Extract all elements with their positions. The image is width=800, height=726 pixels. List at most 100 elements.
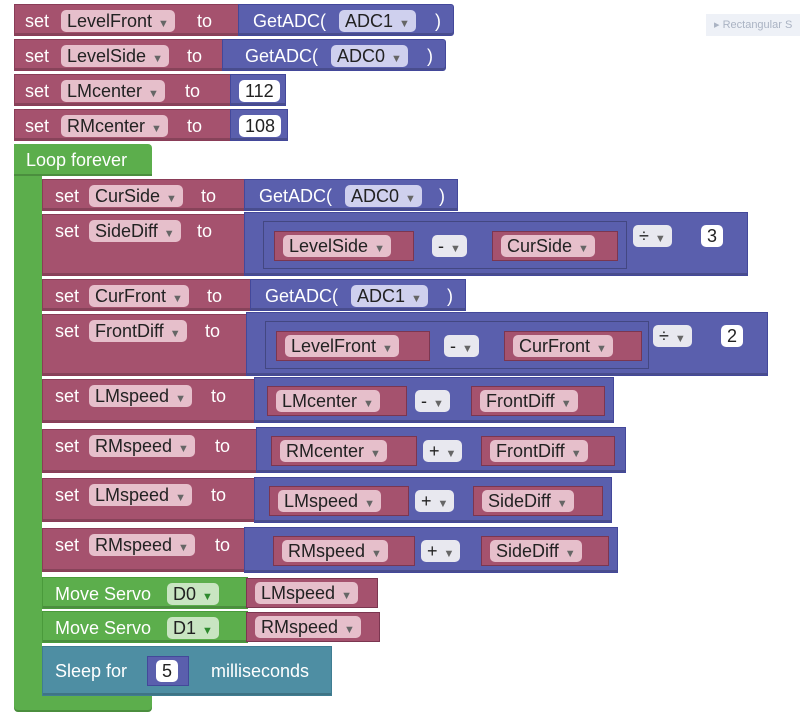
var-dropdown[interactable]: LevelSide▼	[283, 235, 391, 257]
move-servo-block[interactable]: Move Servo D0▼	[42, 577, 248, 609]
adc-channel-dropdown[interactable]: ADC0▼	[345, 185, 422, 207]
number-block[interactable]: 108	[230, 109, 288, 141]
var-dropdown[interactable]: LMspeed▼	[278, 490, 381, 512]
var-dropdown-levelfront[interactable]: LevelFront▼	[61, 10, 175, 32]
adc-channel-dropdown[interactable]: ADC0▼	[331, 45, 408, 67]
dropdown-arrow-icon: ▼	[172, 293, 183, 305]
dropdown-arrow-icon: ▼	[654, 233, 666, 245]
subtract-expression[interactable]: LevelSide▼ -▼ CurSide▼	[263, 221, 627, 269]
to-keyword: to	[211, 386, 227, 406]
getadc-block[interactable]: GetADC( ADC0▼ )	[244, 179, 458, 211]
divide-expression[interactable]: LevelSide▼ -▼ CurSide▼ ÷▼ 3	[244, 212, 748, 276]
getadc-block[interactable]: GetADC( ADC0▼ )	[222, 39, 446, 71]
operator-dropdown[interactable]: -▼	[432, 235, 467, 257]
var-value-levelfront[interactable]: LevelFront▼	[276, 331, 430, 361]
var-dropdown-rmspeed[interactable]: RMspeed▼	[89, 435, 195, 457]
operator-dropdown[interactable]: +▼	[415, 490, 455, 512]
set-curside-block[interactable]: set CurSide▼ to	[42, 179, 246, 211]
var-dropdown[interactable]: LevelFront▼	[285, 335, 399, 357]
number-field[interactable]: 3	[701, 225, 724, 247]
number-block[interactable]: 112	[230, 74, 286, 106]
close-paren: )	[427, 46, 433, 66]
var-dropdown[interactable]: SideDiff▼	[482, 490, 574, 512]
subtract-expression[interactable]: LevelFront▼ -▼ CurFront▼	[265, 321, 649, 369]
add-expression[interactable]: LMspeed▼ +▼ SideDiff▼	[254, 477, 612, 523]
var-dropdown[interactable]: RMspeed▼	[282, 540, 388, 562]
adc-channel-dropdown[interactable]: ADC1▼	[339, 10, 416, 32]
number-block[interactable]: 5	[147, 656, 189, 686]
subtract-expression[interactable]: LMcenter▼ -▼ FrontDiff▼	[254, 377, 614, 423]
var-value-sidediff[interactable]: SideDiff▼	[481, 536, 609, 566]
var-value-sidediff[interactable]: SideDiff▼	[473, 486, 603, 516]
var-value-lmspeed[interactable]: LMspeed▼	[269, 486, 409, 516]
set-rmspeed-block[interactable]: set RMspeed▼ to	[42, 528, 246, 572]
var-value-frontdiff[interactable]: FrontDiff▼	[481, 436, 615, 466]
var-value-lmspeed[interactable]: LMspeed▼	[246, 578, 378, 608]
number-field[interactable]: 2	[721, 325, 744, 347]
var-value-rmspeed[interactable]: RMspeed▼	[273, 536, 415, 566]
number-field[interactable]: 5	[156, 660, 179, 682]
set-frontdiff-block[interactable]: set FrontDiff▼ to	[42, 314, 248, 376]
var-dropdown[interactable]: CurSide▼	[501, 235, 595, 257]
set-lmspeed-block[interactable]: set LMspeed▼ to	[42, 478, 256, 522]
var-dropdown[interactable]: FrontDiff▼	[490, 440, 588, 462]
operator-dropdown[interactable]: -▼	[415, 390, 450, 412]
set-curfront-block[interactable]: set CurFront▼ to	[42, 279, 252, 311]
var-dropdown-frontdiff[interactable]: FrontDiff▼	[89, 320, 187, 342]
servo-pin-dropdown[interactable]: D1▼	[167, 617, 219, 639]
set-lmcenter-block[interactable]: set LMcenter▼ to	[14, 74, 232, 106]
set-rmcenter-block[interactable]: set RMcenter▼ to	[14, 109, 232, 141]
set-levelfront-block[interactable]: set LevelFront▼ to	[14, 4, 240, 36]
number-field[interactable]: 112	[239, 80, 280, 102]
getadc-block[interactable]: GetADC( ADC1▼ )	[250, 279, 466, 311]
var-dropdown-lmspeed[interactable]: LMspeed▼	[89, 385, 192, 407]
operator-dropdown[interactable]: +▼	[421, 540, 461, 562]
var-dropdown-lmcenter[interactable]: LMcenter▼	[61, 80, 165, 102]
var-value-frontdiff[interactable]: FrontDiff▼	[471, 386, 605, 416]
operator-dropdown[interactable]: ÷▼	[653, 325, 692, 347]
dropdown-arrow-icon: ▼	[148, 88, 159, 100]
add-expression[interactable]: RMspeed▼ +▼ SideDiff▼	[244, 527, 618, 573]
adc-channel-dropdown[interactable]: ADC1▼	[351, 285, 428, 307]
var-dropdown[interactable]: CurFront▼	[513, 335, 613, 357]
var-dropdown[interactable]: RMspeed▼	[255, 616, 361, 638]
var-value-lmcenter[interactable]: LMcenter▼	[267, 386, 407, 416]
getadc-block[interactable]: GetADC( ADC1▼ )	[238, 4, 454, 36]
dropdown-arrow-icon: ▼	[462, 343, 473, 355]
var-dropdown[interactable]: LMspeed▼	[255, 582, 358, 604]
var-dropdown-levelside[interactable]: LevelSide▼	[61, 45, 169, 67]
var-dropdown-rmspeed[interactable]: RMspeed▼	[89, 534, 195, 556]
divide-expression[interactable]: LevelFront▼ -▼ CurFront▼ ÷▼ 2	[246, 312, 768, 376]
operator-dropdown[interactable]: ÷▼	[633, 225, 672, 247]
var-dropdown[interactable]: FrontDiff▼	[480, 390, 578, 412]
servo-pin-dropdown[interactable]: D0▼	[167, 583, 219, 605]
var-value-curfront[interactable]: CurFront▼	[504, 331, 642, 361]
var-value-rmcenter[interactable]: RMcenter▼	[271, 436, 417, 466]
loop-forever-header[interactable]: Loop forever	[14, 144, 152, 176]
number-field[interactable]: 108	[239, 115, 282, 137]
toolbox-hint[interactable]: ▸ Rectangular S	[706, 14, 800, 36]
var-dropdown-sidediff[interactable]: SideDiff▼	[89, 220, 181, 242]
var-name: CurFront	[519, 336, 591, 356]
var-value-rmspeed[interactable]: RMspeed▼	[246, 612, 380, 642]
var-dropdown[interactable]: SideDiff▼	[490, 540, 582, 562]
var-value-curside[interactable]: CurSide▼	[492, 231, 618, 261]
set-lmspeed-block[interactable]: set LMspeed▼ to	[42, 379, 256, 423]
var-dropdown-lmspeed[interactable]: LMspeed▼	[89, 484, 192, 506]
var-dropdown-curfront[interactable]: CurFront▼	[89, 285, 189, 307]
var-dropdown-rmcenter[interactable]: RMcenter▼	[61, 115, 168, 137]
sleep-block[interactable]: Sleep for 5 milliseconds	[42, 646, 332, 696]
var-value-levelside[interactable]: LevelSide▼	[274, 231, 414, 261]
operator-dropdown[interactable]: -▼	[444, 335, 479, 357]
var-dropdown-curside[interactable]: CurSide▼	[89, 185, 183, 207]
var-dropdown[interactable]: LMcenter▼	[276, 390, 380, 412]
move-servo-block[interactable]: Move Servo D1▼	[42, 611, 248, 643]
add-expression[interactable]: RMcenter▼ +▼ FrontDiff▼	[256, 427, 626, 473]
dropdown-arrow-icon: ▼	[158, 18, 169, 30]
dropdown-arrow-icon: ▼	[163, 228, 175, 240]
operator-dropdown[interactable]: +▼	[423, 440, 463, 462]
set-rmspeed-block[interactable]: set RMspeed▼ to	[42, 429, 258, 473]
set-levelside-block[interactable]: set LevelSide▼ to	[14, 39, 224, 71]
var-dropdown[interactable]: RMcenter▼	[280, 440, 387, 462]
set-sidediff-block[interactable]: set SideDiff▼ to	[42, 214, 246, 276]
